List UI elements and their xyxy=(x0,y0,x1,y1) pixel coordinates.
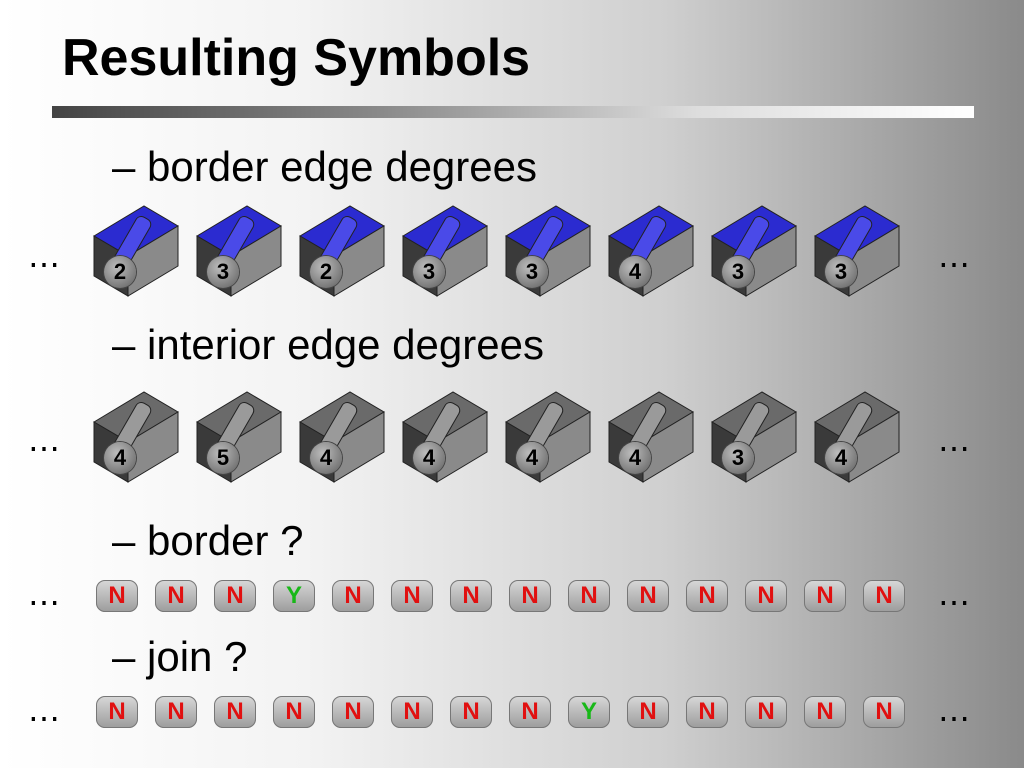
interior-edge-tile: 4 xyxy=(807,382,907,492)
border-edge-degree-label: 3 xyxy=(722,256,754,288)
bullet-border-question: – border ? xyxy=(112,517,304,564)
border-edge-tile: 3 xyxy=(807,196,907,306)
edge-piece-icon xyxy=(299,205,385,297)
ellipsis-right-row1: ⋯ xyxy=(938,246,972,282)
edge-piece-icon xyxy=(196,391,282,483)
ellipsis-right-row4: ⋯ xyxy=(938,700,972,736)
interior-edge-degree-label: 4 xyxy=(619,442,651,474)
border-flag-badge: N xyxy=(509,580,551,612)
join-flag-badge: N xyxy=(686,696,728,728)
border-edge-degree-label: 3 xyxy=(516,256,548,288)
join-flag-badge: N xyxy=(96,696,138,728)
edge-piece-icon xyxy=(196,205,282,297)
border-flag-badge: N xyxy=(745,580,787,612)
border-edge-tile: 3 xyxy=(395,196,495,306)
border-edge-tile: 2 xyxy=(86,196,186,306)
interior-edge-tile: 4 xyxy=(395,382,495,492)
interior-edge-tile: 4 xyxy=(292,382,392,492)
edge-piece-icon xyxy=(93,205,179,297)
edge-piece-icon xyxy=(402,205,488,297)
border-edge-degree-label: 3 xyxy=(825,256,857,288)
border-edge-tile: 2 xyxy=(292,196,392,306)
join-flag-badge: N xyxy=(745,696,787,728)
join-flag-badge: N xyxy=(214,696,256,728)
border-edge-tile: 3 xyxy=(704,196,804,306)
border-edge-degree-label: 2 xyxy=(310,256,342,288)
edge-piece-icon xyxy=(299,391,385,483)
interior-edge-degree-label: 4 xyxy=(104,442,136,474)
interior-edge-degree-label: 3 xyxy=(722,442,754,474)
edge-piece-icon xyxy=(608,391,694,483)
ellipsis-right-row2: ⋯ xyxy=(938,430,972,466)
interior-edge-tile: 5 xyxy=(189,382,289,492)
join-flag-badge: N xyxy=(332,696,374,728)
edge-piece-icon xyxy=(814,205,900,297)
border-flag-badge: N xyxy=(155,580,197,612)
ellipsis-left-row3: ⋯ xyxy=(28,584,62,620)
border-flag-badge: N xyxy=(627,580,669,612)
ellipsis-left-row1: ⋯ xyxy=(28,246,62,282)
join-flag-badge: N xyxy=(450,696,492,728)
border-flag-badge: N xyxy=(332,580,374,612)
border-flag-badge: N xyxy=(686,580,728,612)
interior-edge-tile: 4 xyxy=(86,382,186,492)
join-flag-badge: N xyxy=(804,696,846,728)
border-edge-degree-label: 3 xyxy=(207,256,239,288)
border-edge-degree-label: 3 xyxy=(413,256,445,288)
ellipsis-left-row2: ⋯ xyxy=(28,430,62,466)
border-edge-tile: 3 xyxy=(189,196,289,306)
border-flag-badge: N xyxy=(450,580,492,612)
interior-edge-degree-label: 4 xyxy=(413,442,445,474)
edge-piece-icon xyxy=(814,391,900,483)
title-underline xyxy=(52,106,974,118)
interior-edge-degree-label: 5 xyxy=(207,442,239,474)
border-flag-badge: N xyxy=(96,580,138,612)
ellipsis-right-row3: ⋯ xyxy=(938,584,972,620)
interior-edge-tile: 4 xyxy=(601,382,701,492)
join-flag-badge: Y xyxy=(568,696,610,728)
border-edge-degree-label: 2 xyxy=(104,256,136,288)
border-flag-badge: N xyxy=(391,580,433,612)
join-flag-badge: N xyxy=(509,696,551,728)
border-edge-degree-label: 4 xyxy=(619,256,651,288)
edge-piece-icon xyxy=(711,391,797,483)
join-flag-badge: N xyxy=(155,696,197,728)
bullet-border-edge-degrees: – border edge degrees xyxy=(112,143,537,190)
border-edge-tile: 4 xyxy=(601,196,701,306)
border-flag-badge: N xyxy=(863,580,905,612)
edge-piece-icon xyxy=(608,205,694,297)
ellipsis-left-row4: ⋯ xyxy=(28,700,62,736)
border-flag-badge: N xyxy=(568,580,610,612)
border-flag-badge: Y xyxy=(273,580,315,612)
edge-piece-icon xyxy=(711,205,797,297)
interior-edge-degree-label: 4 xyxy=(516,442,548,474)
edge-piece-icon xyxy=(402,391,488,483)
interior-edge-tile: 3 xyxy=(704,382,804,492)
join-flag-badge: N xyxy=(863,696,905,728)
join-flag-badge: N xyxy=(273,696,315,728)
slide-title: Resulting Symbols xyxy=(62,29,531,87)
border-flag-badge: N xyxy=(214,580,256,612)
border-flag-badge: N xyxy=(804,580,846,612)
edge-piece-icon xyxy=(93,391,179,483)
bullet-join-question: – join ? xyxy=(112,633,248,680)
bullet-interior-edge-degrees: – interior edge degrees xyxy=(112,321,544,368)
edge-piece-icon xyxy=(505,391,591,483)
interior-edge-degree-label: 4 xyxy=(310,442,342,474)
edge-piece-icon xyxy=(505,205,591,297)
interior-edge-degree-label: 4 xyxy=(825,442,857,474)
border-edge-tile: 3 xyxy=(498,196,598,306)
interior-edge-tile: 4 xyxy=(498,382,598,492)
join-flag-badge: N xyxy=(627,696,669,728)
join-flag-badge: N xyxy=(391,696,433,728)
